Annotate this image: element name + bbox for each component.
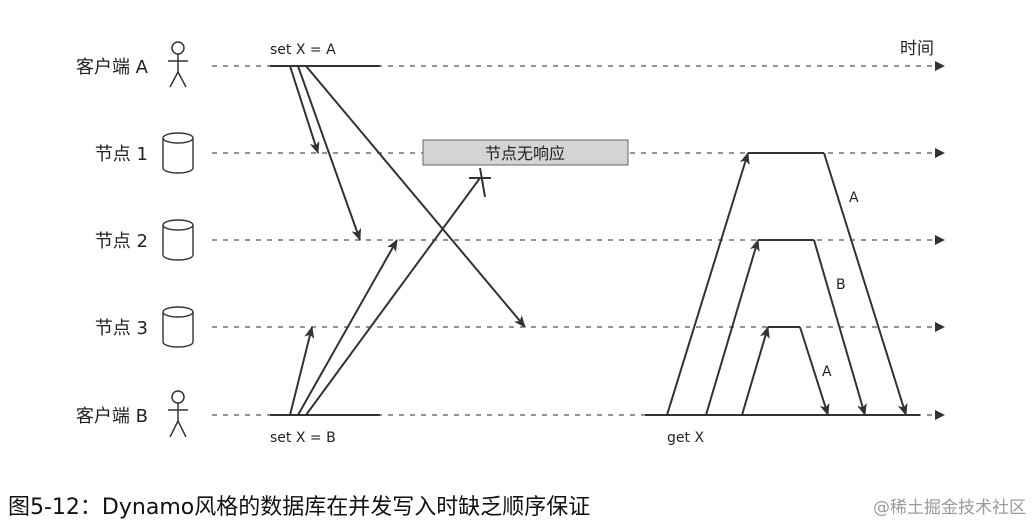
get-read-arrows <box>666 152 908 416</box>
database-cylinder-icon <box>162 306 194 348</box>
lane-label-node2: 节点 2 <box>95 231 148 252</box>
response-label-node2: B <box>836 277 846 293</box>
lane-label-node1: 节点 1 <box>95 144 148 165</box>
response-label-node3: A <box>822 364 832 380</box>
stick-figure-icon <box>168 41 188 88</box>
lane-label-node3: 节点 3 <box>95 318 148 339</box>
cross-mark-icon <box>469 167 491 198</box>
stick-figure-icon <box>168 390 188 438</box>
set-x-b-label: set X = B <box>270 430 336 446</box>
node-unresponsive-label: 节点无响应 <box>485 144 565 163</box>
get-x-label: get X <box>667 430 704 446</box>
database-cylinder-icon <box>162 219 194 261</box>
database-cylinder-icon <box>162 132 194 174</box>
client-a-write-arrows <box>289 65 526 328</box>
node-unresponsive-box <box>422 139 629 166</box>
lane-label-client-b: 客户端 B <box>76 406 148 427</box>
response-label-node1: A <box>849 190 859 206</box>
timelines <box>212 61 945 420</box>
set-x-a-label: set X = A <box>270 42 336 58</box>
watermark: @稀土掘金技术社区 <box>873 498 1026 518</box>
time-label: 时间 <box>900 39 934 59</box>
figure-caption: 图5-12：Dynamo风格的数据库在并发写入时缺乏顺序保证 <box>8 495 591 520</box>
client-b-write-arrows <box>289 177 481 416</box>
lane-label-client-a: 客户端 A <box>76 57 149 78</box>
